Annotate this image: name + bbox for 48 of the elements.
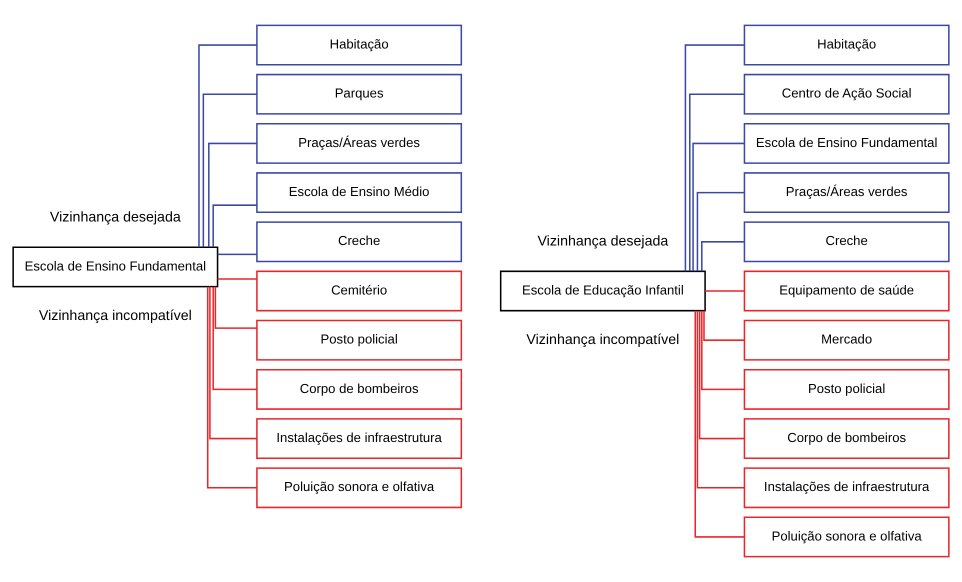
node-box: Cemitério [256, 270, 462, 312]
node-box: Habitação [744, 24, 950, 66]
node-box: Escola de Educação Infantil [500, 270, 706, 312]
connector [198, 44, 257, 248]
connector [689, 93, 744, 272]
label: Vizinhança desejada [537, 234, 668, 250]
node-box: Corpo de bombeiros [744, 418, 950, 459]
node-box: Centro de Ação Social [744, 74, 950, 115]
connector [684, 44, 744, 272]
node-box: Mercado [744, 320, 950, 361]
connector [705, 290, 744, 292]
connector [696, 310, 744, 489]
connector [212, 204, 257, 248]
node-box: Parques [256, 74, 462, 115]
node-box: Poluição sonora e olfativa [256, 467, 462, 508]
node-box: Poluição sonora e olfativa [744, 516, 950, 558]
node-box: Praças/Áreas verdes [744, 172, 950, 214]
node-box: Creche [256, 221, 462, 262]
node-box: Habitação [256, 24, 462, 66]
node-box: Praças/Áreas verdes [256, 123, 462, 164]
connector [701, 310, 744, 390]
connector [209, 286, 257, 440]
connector [214, 286, 257, 329]
connector [694, 310, 744, 538]
connector [701, 241, 744, 272]
node-box: Posto policial [744, 368, 950, 410]
node-box: Posto policial [256, 320, 462, 361]
node-box: Instalações de infraestrutura [744, 467, 950, 508]
node-box: Escola de Ensino Fundamental [744, 123, 950, 164]
connector [692, 142, 744, 272]
connector [696, 192, 744, 272]
connector [206, 286, 257, 489]
connector [698, 310, 744, 440]
node-box: Instalações de infraestrutura [256, 418, 462, 459]
label: Vizinhança desejada [50, 209, 181, 226]
node-box: Escola de Ensino Médio [256, 172, 462, 214]
connector [218, 278, 257, 280]
label: Vizinhança incompatível [38, 308, 192, 324]
node-box: Creche [744, 221, 950, 262]
label: Vizinhança incompatível [526, 332, 680, 348]
connector [218, 254, 257, 256]
node-box: Corpo de bombeiros [256, 368, 462, 410]
connector [212, 287, 257, 390]
connector [703, 310, 744, 341]
connector [208, 142, 257, 248]
node-box: Escola de Ensino Fundamental [12, 246, 218, 288]
node-box: Equipamento de saúde [744, 270, 950, 312]
connector [202, 93, 257, 248]
